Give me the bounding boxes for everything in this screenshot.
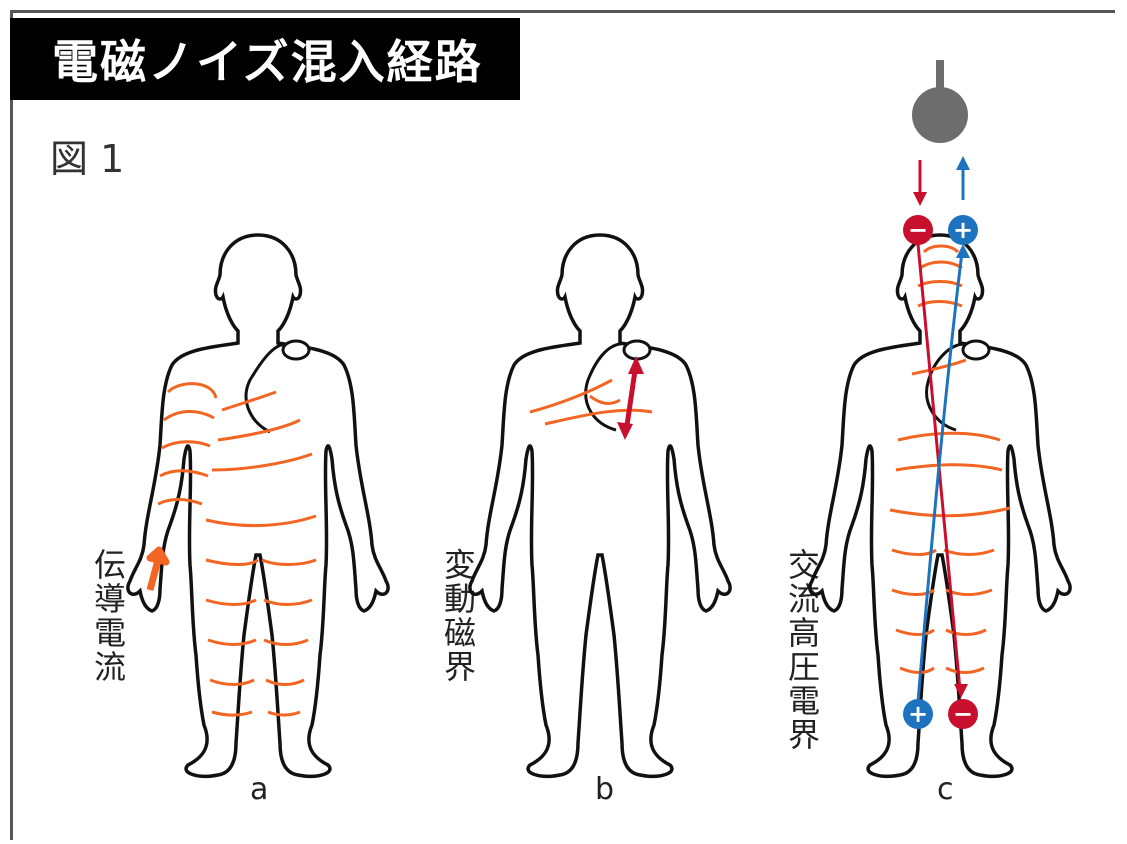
conduction-current-lines [158, 384, 316, 715]
outflow-arrowhead [956, 156, 970, 170]
inflow-arrowhead [913, 192, 927, 206]
charge-plus-head: + [948, 215, 978, 245]
pacemaker-device-a [283, 341, 309, 359]
svg-text:+: + [953, 216, 973, 244]
svg-text:+: + [908, 700, 928, 728]
magnetic-arrowhead-bottom [617, 422, 633, 440]
red-field-arrowhead [954, 684, 968, 698]
charge-minus-head: − [903, 215, 933, 245]
pacemaker-device-c [963, 341, 989, 359]
charge-minus-foot: − [948, 699, 978, 729]
conduction-arrow [150, 550, 166, 590]
body-figure-c [810, 235, 1070, 776]
svg-text:−: − [953, 700, 973, 728]
charge-plus-foot: + [903, 699, 933, 729]
pacemaker-lead-b [586, 344, 632, 430]
body-figure-b [470, 235, 730, 776]
pacemaker-lead-a [246, 344, 290, 432]
body-figure-a [128, 235, 388, 776]
high-voltage-electrode [912, 87, 968, 143]
pacemaker-device-b [624, 341, 650, 359]
svg-text:−: − [908, 216, 928, 244]
magnetic-arrow [626, 364, 636, 432]
